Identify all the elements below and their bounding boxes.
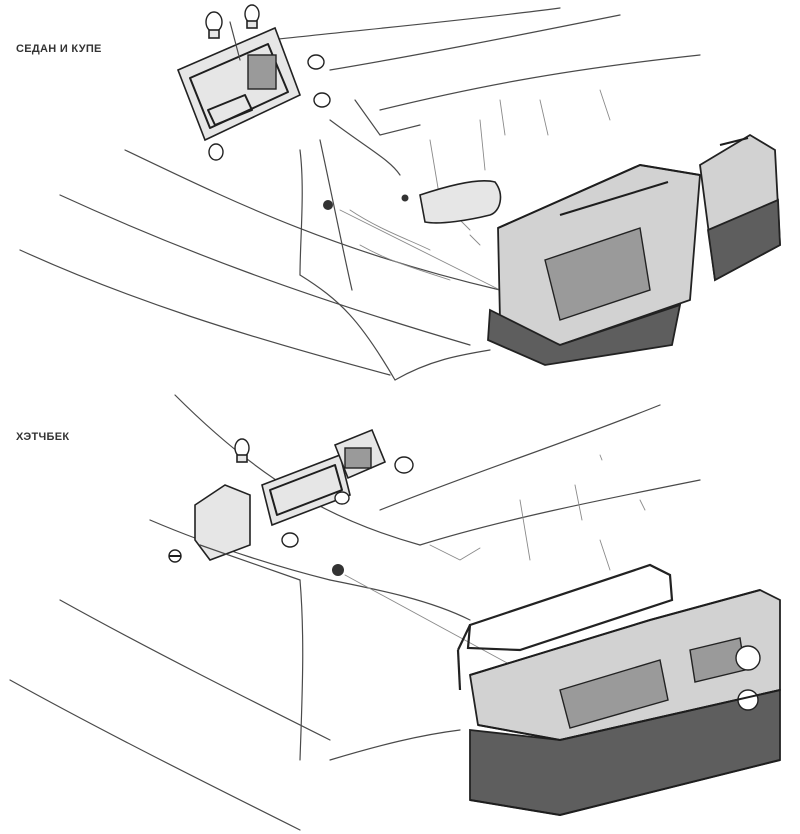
screw-icon	[168, 549, 182, 563]
bulb-icon	[234, 438, 250, 463]
hatchback-section: ХЭТЧБЕК	[9, 394, 781, 831]
sedan-side-reflector	[419, 180, 502, 224]
bulb-icon	[208, 143, 224, 161]
label-sedan-coupe: СЕДАН И КУПЕ	[16, 43, 102, 55]
bulb-icon	[244, 4, 260, 29]
bulb-icon	[307, 54, 325, 70]
sedan-tail-lamp	[487, 133, 781, 366]
bulb-icon	[281, 532, 299, 548]
sedan-bulb-holder	[176, 21, 302, 142]
hatchback-gasket	[456, 563, 674, 691]
bulb-icon	[205, 11, 223, 39]
hatchback-bulb-holder	[194, 428, 387, 581]
bulb-icon	[334, 491, 350, 505]
bulb-icon	[394, 456, 414, 474]
nut-icon	[332, 564, 344, 576]
bulb-icon	[313, 92, 331, 108]
hatchback-tail-lamp	[468, 589, 781, 816]
screw-icon	[323, 200, 333, 210]
label-hatchback: ХЭТЧБЕК	[16, 431, 69, 443]
screw-icon	[401, 194, 409, 202]
hatchback-leader-line	[344, 574, 521, 671]
sedan-coupe-section: СЕДАН И КУПЕ	[16, 4, 781, 381]
sedan-leader-line	[339, 209, 501, 291]
